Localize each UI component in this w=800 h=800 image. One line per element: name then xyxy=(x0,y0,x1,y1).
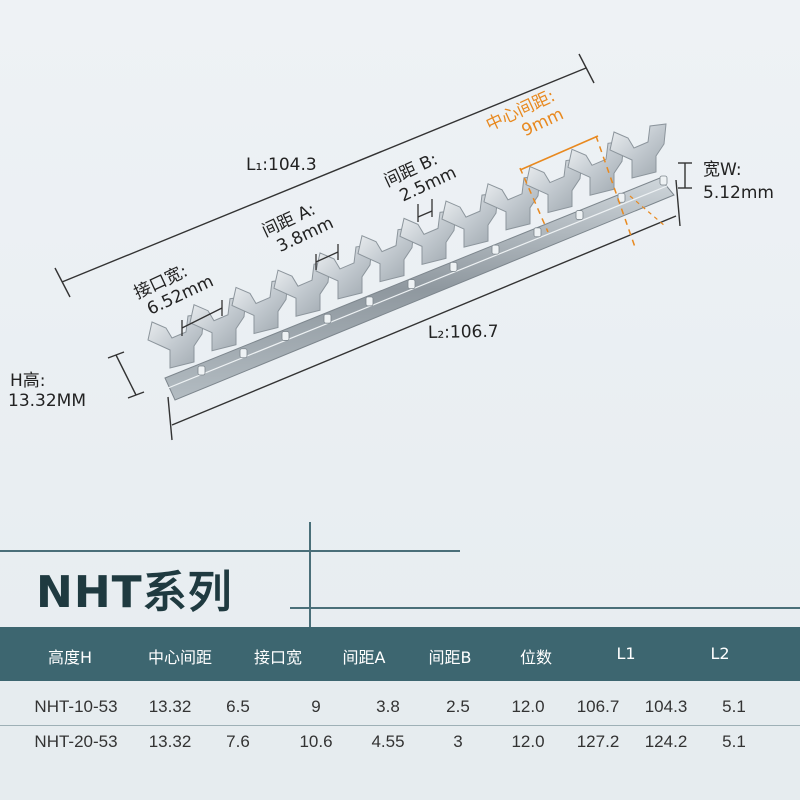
fork-tab xyxy=(231,278,289,335)
jumper-strip-diagram: L₁:104.3 L₂:106.7 H高: 13.32MM 宽W: 5.12mm… xyxy=(8,53,774,441)
spec-table-body xyxy=(0,681,800,800)
col-l2: L2 xyxy=(710,644,730,663)
col-l1: L1 xyxy=(616,644,636,663)
cell: 9 xyxy=(311,697,321,716)
cell: 5.1 xyxy=(722,732,746,751)
strip-notch xyxy=(281,331,290,341)
strip-notch xyxy=(449,261,458,272)
cell: 124.2 xyxy=(644,732,688,751)
fork-tab xyxy=(357,227,415,283)
cell: 106.7 xyxy=(576,697,620,716)
series-title: NHT系列 xyxy=(36,567,233,618)
cell: 10.6 xyxy=(299,732,333,751)
spec-table-header: 高度H 中心间距 接口宽 间距A 间距B 位数 L1 L2 xyxy=(0,627,800,681)
row-divider xyxy=(0,725,800,726)
cell: 12.0 xyxy=(511,697,545,716)
col-slot-width: 接口宽 xyxy=(253,648,303,667)
strip-bar xyxy=(164,177,675,401)
cell: 127.2 xyxy=(576,732,620,751)
cell: 4.55 xyxy=(371,732,405,751)
height-value: 13.32MM xyxy=(8,391,86,411)
height-label: H高: xyxy=(10,371,46,391)
slot-width-dimension: 接口宽: 6.52mm xyxy=(131,261,223,336)
l1-label: L₁:104.3 xyxy=(246,155,317,175)
table-row: NHT-20-53 13.32 7.6 10.6 4.55 3 12.0 127… xyxy=(0,732,800,762)
col-spacing-b: 间距B xyxy=(428,648,472,667)
strip-notch xyxy=(617,192,626,203)
cell: 2.5 xyxy=(446,697,470,716)
cell: 3 xyxy=(453,732,463,751)
width-dimension: 宽W: 5.12mm xyxy=(678,160,774,203)
fork-tab xyxy=(609,123,667,179)
strip-notch xyxy=(659,175,668,186)
table-row: NHT-10-53 13.32 6.5 9 3.8 2.5 12.0 106.7… xyxy=(0,697,800,727)
strip-notch xyxy=(239,348,248,359)
fork-tab xyxy=(441,192,499,248)
l2-label: L₂:106.7 xyxy=(428,322,499,343)
col-spacing-a: 间距A xyxy=(342,648,386,667)
fork-tab xyxy=(273,261,331,317)
strip-notch xyxy=(197,365,206,376)
fork-tab xyxy=(315,244,373,300)
fork-tab xyxy=(525,157,583,214)
cell: 104.3 xyxy=(644,697,688,716)
fork-tab xyxy=(483,175,541,231)
height-dimension: H高: 13.32MM xyxy=(8,351,145,411)
col-pitch: 中心间距 xyxy=(147,648,213,667)
cell: 6.5 xyxy=(226,697,250,716)
cell-model: NHT-20-53 xyxy=(34,732,118,751)
width-label: 宽W: xyxy=(703,160,742,180)
cell: 13.32 xyxy=(148,697,192,716)
cell: 5.1 xyxy=(722,697,746,716)
l2-dimension: L₂:106.7 xyxy=(167,179,681,441)
strip-notch xyxy=(365,296,374,307)
cell: 12.0 xyxy=(511,732,545,751)
cell: 13.32 xyxy=(148,732,192,751)
col-height: 高度H xyxy=(47,648,93,667)
decor-line-vertical xyxy=(309,522,311,632)
fork-tab xyxy=(567,140,625,196)
strip-notch xyxy=(491,244,500,255)
fork-tab xyxy=(399,209,457,266)
strip-notch xyxy=(575,210,584,220)
strip-notch xyxy=(407,279,416,290)
strip-notch xyxy=(533,227,542,238)
fork-tabs xyxy=(147,123,668,376)
cell: 7.6 xyxy=(226,732,250,751)
width-value: 5.12mm xyxy=(703,183,774,203)
decor-line-bottom xyxy=(290,607,800,609)
fork-tab xyxy=(189,296,247,352)
l1-dimension: L₁:104.3 xyxy=(54,53,595,298)
fork-tab xyxy=(147,313,205,369)
cell-model: NHT-10-53 xyxy=(34,697,118,716)
decor-line-top xyxy=(0,550,460,552)
col-positions: 位数 xyxy=(519,648,553,667)
cell: 3.8 xyxy=(376,697,400,716)
strip-notch xyxy=(323,313,332,324)
